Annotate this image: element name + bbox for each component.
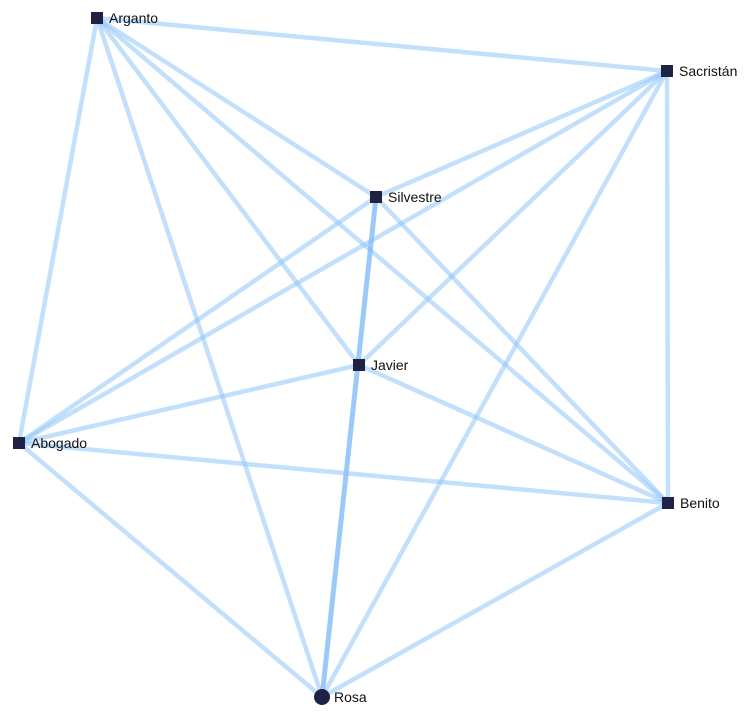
edge-argento-silvestre (94, 15, 379, 200)
edge-javier-abogado (16, 362, 362, 446)
edge-sacristan-rosa (319, 68, 670, 700)
edge-argento-sacristan (94, 15, 670, 74)
edge-abogado-benito (16, 440, 671, 506)
node-label-javier: Javier (371, 357, 409, 373)
node-javier[interactable] (353, 359, 365, 371)
node-argento[interactable] (91, 12, 103, 24)
edge-sacristan-silvestre (373, 68, 670, 200)
node-label-silvestre: Silvestre (388, 189, 442, 205)
edge-silvestre-benito (373, 194, 671, 506)
edge-argento-javier (94, 15, 362, 368)
edge-sacristan-abogado (16, 68, 670, 446)
node-label-abogado: Abogado (31, 435, 87, 451)
edge-javier-benito (356, 362, 671, 506)
edge-silvestre-abogado (16, 194, 379, 446)
node-label-sacristan: Sacristán (679, 63, 737, 79)
edge-argento-benito (94, 15, 671, 506)
node-abogado[interactable] (13, 437, 25, 449)
node-label-argento: Arganto (109, 10, 158, 26)
labels-layer: ArgantoSacristánSilvestreJavierAbogadoBe… (31, 10, 737, 705)
edge-argento-abogado (16, 15, 100, 446)
node-sacristan[interactable] (661, 65, 673, 77)
edge-silvestre-rosa (319, 194, 379, 700)
node-silvestre[interactable] (370, 191, 382, 203)
edge-sacristan-javier (356, 68, 670, 368)
node-label-benito: Benito (680, 495, 720, 511)
nodes-layer (13, 12, 674, 705)
edge-argento-rosa (94, 15, 325, 700)
edge-sacristan-benito (664, 68, 671, 506)
edge-benito-rosa (319, 500, 671, 700)
node-rosa[interactable] (314, 689, 330, 705)
node-benito[interactable] (662, 497, 674, 509)
edges-layer (16, 15, 671, 700)
edge-abogado-rosa (16, 440, 325, 700)
node-label-rosa: Rosa (334, 689, 367, 705)
